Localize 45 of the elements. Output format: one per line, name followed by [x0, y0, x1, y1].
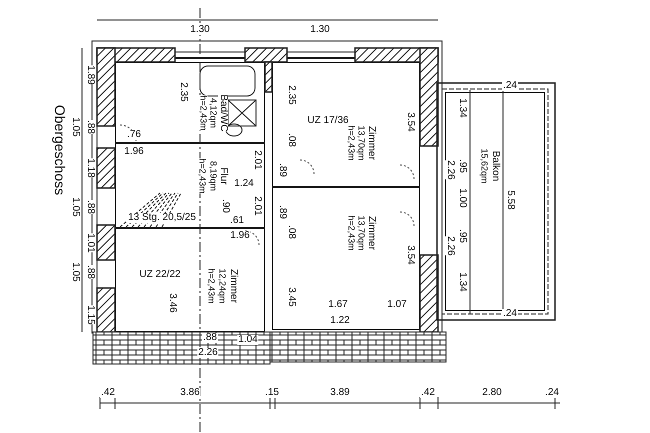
dimension-label: 1.07 [386, 300, 408, 310]
dimension-label: 1.67 [327, 300, 349, 310]
dimension-label: .24 [502, 81, 518, 91]
room-area: 13,70qm [356, 215, 366, 251]
dimension-label: 2.26 [444, 160, 456, 180]
room-name: Zimmer [366, 216, 376, 250]
room-height: h=2,43m [206, 268, 216, 304]
room-height: h=2,43m [346, 215, 356, 251]
dimension-label: .76 [126, 130, 142, 140]
dimension-label: 1.30 [309, 25, 331, 35]
dimension-label: 2.80 [481, 388, 503, 398]
dimension-label: 1.30 [189, 25, 211, 35]
room-area: 8,19qm [208, 160, 218, 192]
dimension-label: .24 [502, 309, 518, 319]
dimension-label: 1.24 [233, 179, 255, 189]
dimension-label: 1.22 [329, 316, 351, 326]
room-area: 4,12qm [208, 98, 218, 128]
room-name: Zimmer [366, 126, 376, 160]
room-area: 12,24qm [218, 268, 226, 304]
room-name: Zimmer [228, 269, 238, 303]
room-height: h=2,43m [346, 125, 356, 161]
dimension-label: 2.26 [444, 236, 456, 256]
dimension-label: 3.89 [329, 388, 351, 398]
dimension-label: 1.96 [123, 147, 145, 157]
dimension-label: .42 [420, 388, 436, 398]
room-name: Balkon [490, 150, 500, 182]
dimension-label: 2.26 [197, 348, 219, 358]
dimension-label: 1.96 [229, 231, 251, 241]
room-label: UZ 22/22 [138, 270, 182, 280]
dimension-label: .42 [100, 388, 116, 398]
room-height: h=2,43m [198, 95, 208, 131]
room-area: 15,62qm [480, 148, 488, 184]
floor-label: Obergeschoss [52, 104, 68, 196]
dimension-label: .61 [229, 216, 245, 226]
dimension-label: 1.04 [237, 335, 259, 345]
dimension-label: .24 [544, 388, 560, 398]
room-name: Flur [218, 167, 228, 185]
room-area: 13,70qm [356, 125, 366, 161]
dimension-label: 3.86 [179, 388, 201, 398]
dimension-label: .88 [202, 333, 218, 343]
dimension-label: .15 [264, 388, 280, 398]
room-height: h=2,43m [198, 158, 206, 194]
room-label: UZ 17/36 [306, 116, 350, 126]
stair-label: 13 Stg. 20,5/25 [127, 213, 197, 223]
room-name: Bad/WC [218, 94, 228, 132]
